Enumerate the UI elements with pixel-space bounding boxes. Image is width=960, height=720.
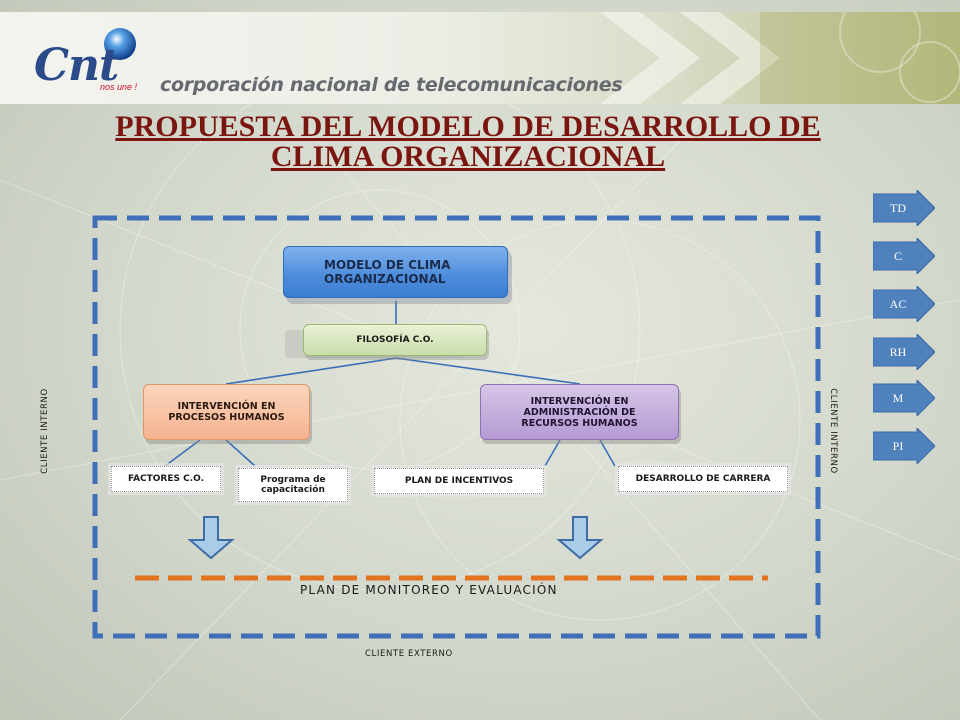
programa-line-1: Programa de xyxy=(260,475,326,485)
nav-button-m[interactable]: M xyxy=(873,380,935,416)
nav-button-label: RH xyxy=(889,345,907,359)
nav-button-c[interactable]: C xyxy=(873,238,935,274)
arrow-right-icon xyxy=(873,238,935,274)
nav-button-label: M xyxy=(892,391,904,405)
nav-button-rh[interactable]: RH xyxy=(873,334,935,370)
arrow-right-icon xyxy=(873,428,935,464)
logo-tagline: nos une ! xyxy=(100,82,138,92)
modelo-line-2: ORGANIZACIONAL xyxy=(324,272,446,286)
arrow-right-icon xyxy=(873,286,935,322)
administracion-rrhh-box: INTERVENCIÓN EN ADMINISTRACIÓN DE RECURS… xyxy=(480,384,679,440)
procesos-line-2: PROCESOS HUMANOS xyxy=(168,412,285,423)
arrow-right-icon xyxy=(873,380,935,416)
nav-button-td[interactable]: TD xyxy=(873,190,935,226)
cliente-interno-right-label: CLIENTE INTERNO xyxy=(828,388,838,474)
cliente-interno-left-label: CLIENTE INTERNO xyxy=(40,388,50,474)
programa-line-2: capacitación xyxy=(261,485,325,495)
nav-button-label: C xyxy=(893,249,902,263)
globe-icon xyxy=(104,28,136,60)
arrow-right-icon xyxy=(873,334,935,370)
modelo-clima-box: MODELO DE CLIMA ORGANIZACIONAL xyxy=(283,246,508,298)
plan-monitoreo-label: PLAN DE MONITOREO Y EVALUACIÓN xyxy=(300,583,558,597)
logo-text: Cnt xyxy=(34,40,119,91)
nav-button-label: TD xyxy=(890,201,906,215)
desarrollo-carrera-box: DESARROLLO DE CARRERA xyxy=(618,466,788,492)
admin-line-1: INTERVENCIÓN EN xyxy=(530,395,629,407)
modelo-line-1: MODELO DE CLIMA xyxy=(324,258,451,272)
nav-button-ac[interactable]: AC xyxy=(873,286,935,322)
plan-incentivos-box: PLAN DE INCENTIVOS xyxy=(374,468,544,494)
admin-line-3: RECURSOS HUMANOS xyxy=(521,417,638,429)
header-banner: Cnt nos une ! corporación nacional de te… xyxy=(0,12,960,104)
procesos-humanos-box: INTERVENCIÓN EN PROCESOS HUMANOS xyxy=(143,384,310,440)
title-line-2: CLIMA ORGANIZACIONAL xyxy=(270,140,666,173)
slide-title: PROPUESTA DEL MODELO DE DESARROLLO DE CL… xyxy=(0,112,936,172)
nav-button-pi[interactable]: PI xyxy=(873,428,935,464)
procesos-line-1: INTERVENCIÓN EN xyxy=(177,401,276,412)
title-line-1: PROPUESTA DEL MODELO DE DESARROLLO DE xyxy=(115,110,821,143)
filosofia-box: FILOSOFÍA C.O. xyxy=(303,324,487,356)
corporation-name: corporación nacional de telecomunicacion… xyxy=(160,74,623,96)
programa-capacitacion-box: Programa de capacitación xyxy=(238,468,348,502)
factores-box: FACTORES C.O. xyxy=(111,466,221,492)
nav-button-label: PI xyxy=(892,439,904,453)
nav-button-label: AC xyxy=(889,297,907,311)
arrow-right-icon xyxy=(873,190,935,226)
banner-decoration xyxy=(104,12,960,104)
cliente-externo-label: CLIENTE EXTERNO xyxy=(365,649,453,659)
admin-line-2: ADMINISTRACIÓN DE xyxy=(523,406,636,418)
